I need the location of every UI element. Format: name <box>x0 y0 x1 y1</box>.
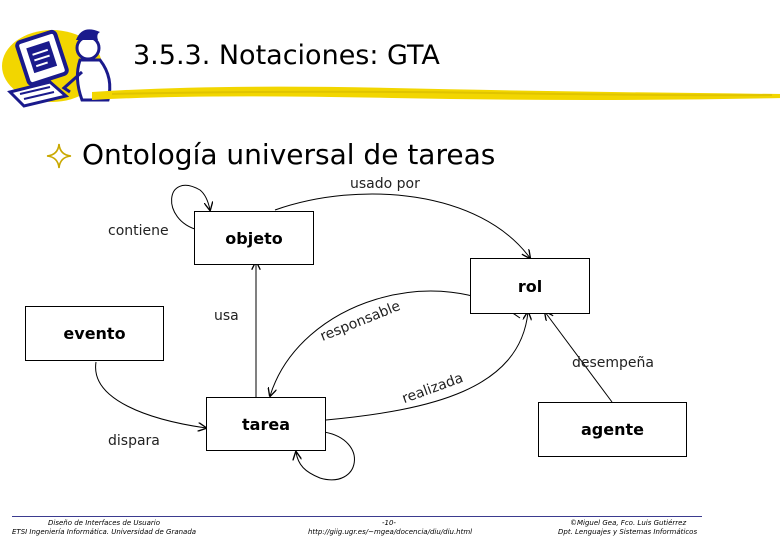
footer-divider <box>12 516 702 517</box>
edge-dispara <box>95 361 206 428</box>
title-underline-brush <box>92 86 780 100</box>
edge-tarea-loop <box>296 431 355 481</box>
label-usa: usa <box>214 308 239 324</box>
slide-title: 3.5.3. Notaciones: GTA <box>133 40 440 71</box>
footer-left-line1: Diseño de Interfaces de Usuario <box>48 519 160 527</box>
label-usado-por: usado por <box>350 176 420 192</box>
node-tarea: tarea <box>206 397 326 451</box>
edge-contiene <box>171 184 210 231</box>
node-rol: rol <box>470 258 590 314</box>
computer-user-clipart <box>2 29 112 108</box>
label-contiene: contiene <box>108 223 169 239</box>
edge-usado-por <box>274 193 530 258</box>
four-point-star-icon <box>46 143 72 169</box>
footer-right-line2: Dpt. Lenguajes y Sistemas Informáticos <box>558 528 698 536</box>
footer-url: http://giig.ugr.es/~mgea/docencia/diu/di… <box>308 528 473 536</box>
node-agente: agente <box>538 402 687 457</box>
footer-right-line1: ©Miguel Gea, Fco. Luis Gutiérrez <box>570 519 687 527</box>
footer-page-number: -10- <box>382 519 396 527</box>
edge-realizada <box>325 312 528 421</box>
node-objeto: objeto <box>194 211 314 265</box>
label-desempena: desempeña <box>572 355 654 371</box>
node-evento: evento <box>25 306 164 361</box>
footer-left-line2: ETSI Ingeniería Informática. Universidad… <box>12 528 197 536</box>
edge-desempena <box>545 312 613 403</box>
bullet-text: Ontología universal de tareas <box>82 138 496 171</box>
label-dispara: dispara <box>108 433 160 449</box>
